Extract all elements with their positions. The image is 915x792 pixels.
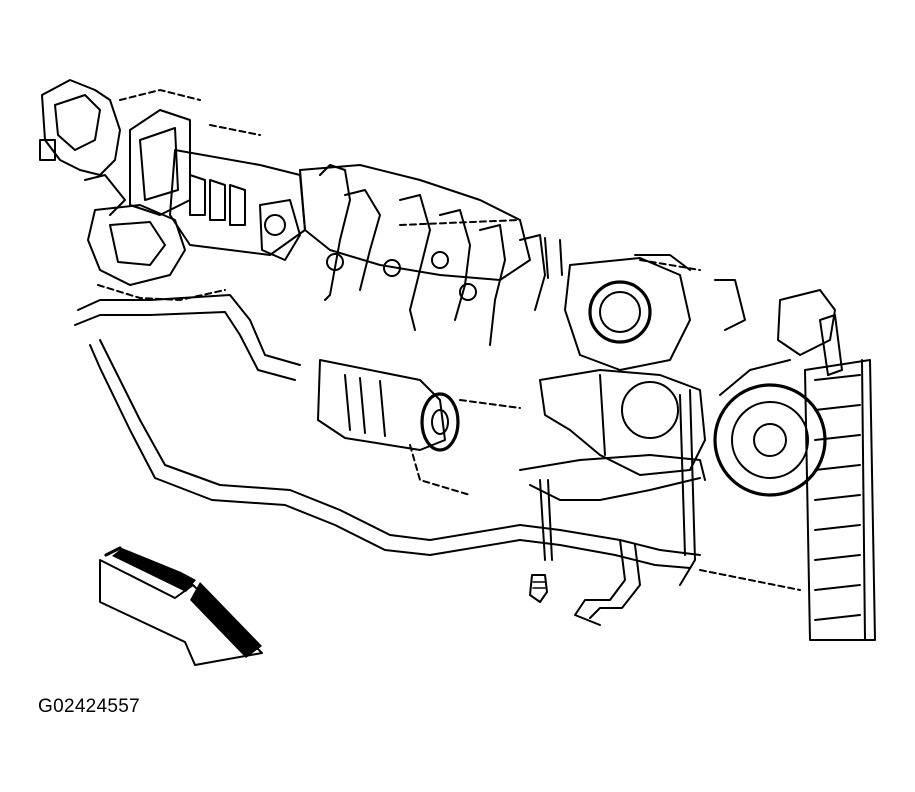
alternator [713,289,836,497]
radiator [804,314,876,641]
transmission-housing [39,79,226,302]
intake-manifold [169,124,306,261]
cylinder-head-injectors [299,164,563,346]
figure-id-label: G02424557 [38,696,141,717]
bolt [529,574,548,603]
water-pump-assembly [539,369,706,586]
front-direction-arrow-icon [99,546,263,666]
starter-motor [317,359,521,496]
mounting-bracket [519,454,706,561]
throttle-body [564,254,746,371]
transmission-oil-cooler-lines [74,294,801,626]
